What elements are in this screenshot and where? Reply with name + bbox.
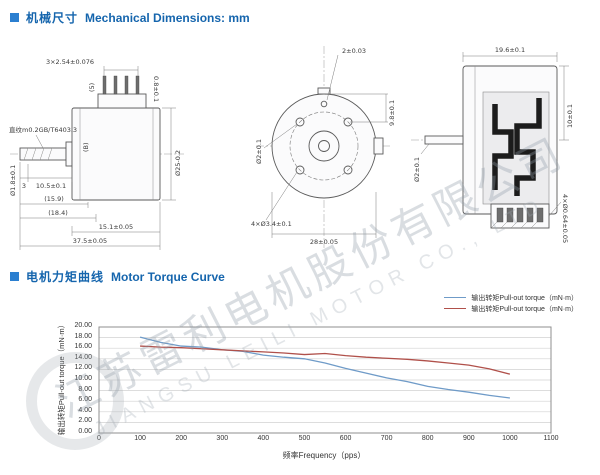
shaft-diameter-label: Ø1.8±0.1 <box>9 165 17 196</box>
y-tick-label: 4.00 <box>78 406 92 414</box>
hole-diameter-label: Ø2±0.1 <box>255 139 263 164</box>
back-view-outline <box>411 65 558 229</box>
legend-label: 输出转矩Pull-out torque（mN·m） <box>471 305 578 313</box>
side-view-drawing: 3×2.54±0.076 0.8±0.1 (5) 直纹m0.2GB/T6403.… <box>9 58 184 250</box>
x-axis-label: 频率Frequency（pps） <box>282 451 366 460</box>
body-diameter-label: Ø25-0.2 <box>174 150 182 176</box>
x-tick-label: 900 <box>462 435 475 442</box>
knurl-note-label: 直纹m0.2GB/T6403.3 <box>9 125 77 134</box>
mechanical-dimensions-header: 机械尺寸 Mechanical Dimensions: mm <box>10 9 250 26</box>
y-tick-label: 14.00 <box>74 353 92 361</box>
section-title-en: Motor Torque Curve <box>111 269 225 284</box>
dim-pilot-hole-label: 2±0.03 <box>342 47 366 55</box>
dim-offset-label: 9.8±0.1 <box>388 100 396 126</box>
pin-holes-label: 4×Ø0.64±0.05 <box>561 194 569 243</box>
x-tick-label: 1000 <box>502 435 518 442</box>
y-tick-label: 0.00 <box>78 428 92 435</box>
torque-curve-1 <box>140 345 511 375</box>
section-title-cn: 电机力矩曲线 <box>26 270 105 284</box>
x-tick-label: 100 <box>134 435 146 442</box>
x-tick-label: 400 <box>257 435 270 442</box>
y-tick-label: 18.00 <box>74 332 92 340</box>
back-view-dimensions <box>420 52 569 217</box>
y-axis-ticks: 20.00 18.00 16.00 14.00 12.00 10.00 8.00 6.00 4.… <box>58 322 94 435</box>
dim-body-length-label: 15.1±0.05 <box>99 223 133 231</box>
front-view-outline <box>256 46 392 248</box>
legend-item-blue: 输出转矩Pull-out torque（mN·m） <box>444 292 578 303</box>
chart-legend: 输出转矩Pull-out torque（mN·m） 输出转矩Pull-out t… <box>444 292 578 314</box>
legend-line-blue-icon <box>444 297 467 298</box>
dim-pin-width-label: 0.8±0.1 <box>152 76 160 102</box>
plot-border <box>98 326 552 434</box>
view-b-label: (B) <box>82 142 90 152</box>
x-tick-label: 700 <box>380 435 393 442</box>
side-view-dimensions <box>19 66 176 250</box>
torque-curve-header: 电机力矩曲线 Motor Torque Curve <box>10 268 225 285</box>
y-tick-label: 12.00 <box>74 364 92 372</box>
x-tick-label: 200 <box>175 435 188 442</box>
torque-chart: 输出转矩Pull-out torque（mN·m） 输出转矩Pull-out t… <box>40 292 580 472</box>
x-tick-label: 0 <box>97 435 101 442</box>
back-shaft-diameter-label: Ø2±0.1 <box>413 157 421 182</box>
legend-line-red-icon <box>444 308 467 309</box>
x-tick-label: 600 <box>339 435 352 442</box>
pin-count-label: (5) <box>88 83 96 92</box>
legend-item-red: 输出转矩Pull-out torque（mN·m） <box>444 303 578 314</box>
dim-right-label: 10±0.1 <box>566 104 574 128</box>
x-axis-ticks: 0 100 200 300 400 500 600 700 800 900 1000 1100 <box>97 435 558 445</box>
dim-depth-label: 19.6±0.1 <box>495 46 525 54</box>
x-tick-label: 1100 <box>543 435 559 442</box>
y-tick-label: 16.00 <box>74 343 92 351</box>
x-tick-label: 500 <box>298 435 311 442</box>
x-tick-label: 800 <box>421 435 434 442</box>
dim-ref2-label: (18.4) <box>48 209 68 217</box>
section-title-en: Mechanical Dimensions: mm <box>85 10 250 25</box>
side-view-outline <box>10 75 184 201</box>
y-tick-label: 10.00 <box>74 375 92 382</box>
y-tick-label: 8.00 <box>78 385 92 393</box>
y-tick-label: 20.00 <box>74 322 92 329</box>
torque-curve-0 <box>139 336 510 399</box>
y-tick-label: 2.00 <box>78 417 92 425</box>
dim-ref1-label: (15.9) <box>44 195 64 203</box>
legend-label: 输出转矩Pull-out torque（mN·m） <box>471 294 578 302</box>
section-bullet-icon <box>10 272 19 281</box>
torque-plot-area <box>98 326 552 434</box>
y-tick-label: 6.00 <box>78 396 92 404</box>
dim-3-label: 3 <box>22 182 26 190</box>
back-view-drawing: 19.6±0.1 Ø2±0.1 10±0.1 4×Ø0.64±0.05 <box>411 46 574 243</box>
dim-total-length-label: 37.5±0.05 <box>73 237 107 245</box>
section-title-cn: 机械尺寸 <box>26 11 79 25</box>
dim-width-label: 28±0.05 <box>310 238 338 246</box>
mount-holes-label: 4×Ø3.4±0.1 <box>251 220 292 228</box>
dim-pin-pitch-label: 3×2.54±0.076 <box>46 58 94 66</box>
x-tick-label: 300 <box>216 435 229 442</box>
front-view-drawing: 2±0.03 9.8±0.1 Ø2±0.1 4×Ø3.4±0.1 28±0.05 <box>251 46 396 248</box>
front-view-dimensions <box>263 54 388 238</box>
dim-shaft-length-label: 10.5±0.1 <box>36 182 66 190</box>
section-bullet-icon <box>10 13 19 22</box>
